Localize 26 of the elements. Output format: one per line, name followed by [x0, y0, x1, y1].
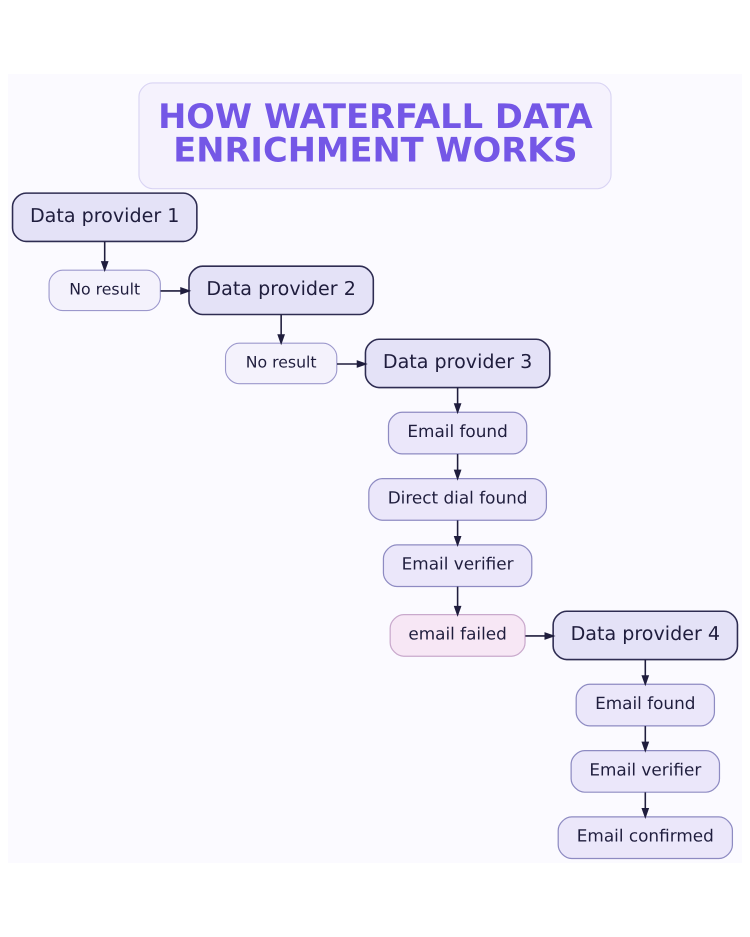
arrow — [641, 792, 650, 820]
node-box: Email found — [576, 684, 716, 726]
arrow — [454, 586, 462, 617]
arrow — [160, 287, 192, 295]
node-box: email failed — [390, 614, 526, 657]
node-box: Data provider 3 — [364, 338, 551, 388]
node-box: Email verifier — [570, 750, 720, 793]
arrow — [454, 388, 462, 414]
arrow — [641, 660, 650, 686]
arrow — [100, 242, 109, 272]
node-box: Email confirmed — [558, 816, 734, 860]
diagram-title: HOW WATERFALL DATA ENRICHMENT WORKS — [158, 96, 593, 170]
node-box: Email found — [388, 412, 528, 454]
arrow — [454, 454, 462, 481]
arrow — [454, 520, 462, 548]
node-box: Direct dial found — [368, 478, 548, 521]
node-box: Data provider 2 — [188, 265, 374, 316]
node-box: No result — [224, 342, 338, 384]
node-box: Data provider 1 — [12, 192, 198, 242]
arrow — [641, 726, 650, 753]
node-box: No result — [48, 270, 161, 312]
node-box: Data provider 4 — [552, 610, 738, 660]
arrow — [337, 360, 368, 368]
node-box: Email verifier — [382, 544, 532, 588]
arrow — [277, 314, 286, 346]
arrow — [525, 632, 556, 640]
